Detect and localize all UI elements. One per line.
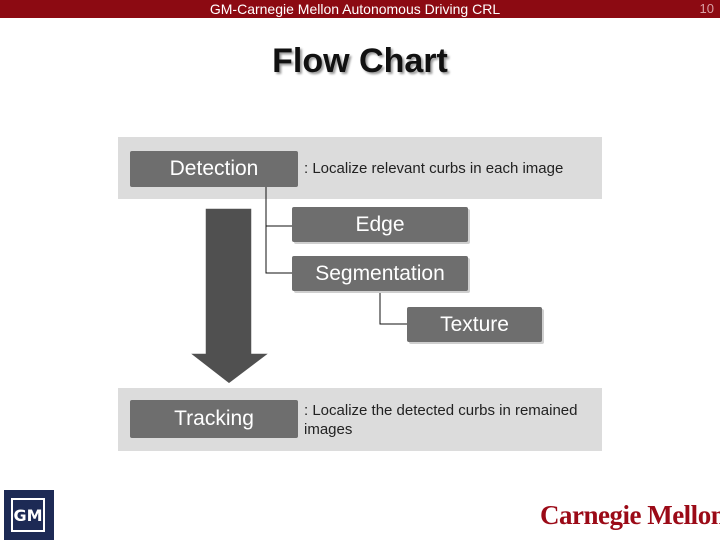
detection-box: Detection xyxy=(130,151,298,187)
tracking-label: Tracking xyxy=(174,407,254,430)
detection-description: : Localize relevant curbs in each image xyxy=(304,160,564,177)
connector-texture xyxy=(379,291,407,325)
gm-logo-mark: GM xyxy=(11,498,45,532)
slide-title: Flow Chart xyxy=(272,42,448,80)
header-title: GM-Carnegie Mellon Autonomous Driving CR… xyxy=(209,1,501,17)
carnegie-mellon-logo: Carnegie Mellon xyxy=(540,500,720,530)
tracking-box: Tracking xyxy=(130,400,298,438)
header-bar: GM-Carnegie Mellon Autonomous Driving CR… xyxy=(0,0,720,18)
method-label: Edge xyxy=(355,212,405,236)
gm-logo: GM xyxy=(4,490,54,540)
method-box-segmentation: Segmentation xyxy=(292,256,468,291)
down-arrow-icon xyxy=(188,208,272,385)
tracking-description: : Localize the detected curbs in remaine… xyxy=(304,402,578,438)
detection-label: Detection xyxy=(169,157,259,180)
method-label: Texture xyxy=(440,312,509,336)
method-box-texture: Texture xyxy=(407,307,542,342)
method-label: Segmentation xyxy=(315,261,445,285)
connector-segmentation xyxy=(265,226,292,274)
method-box-edge: Edge xyxy=(292,207,468,242)
page-number: 10 xyxy=(699,1,714,16)
